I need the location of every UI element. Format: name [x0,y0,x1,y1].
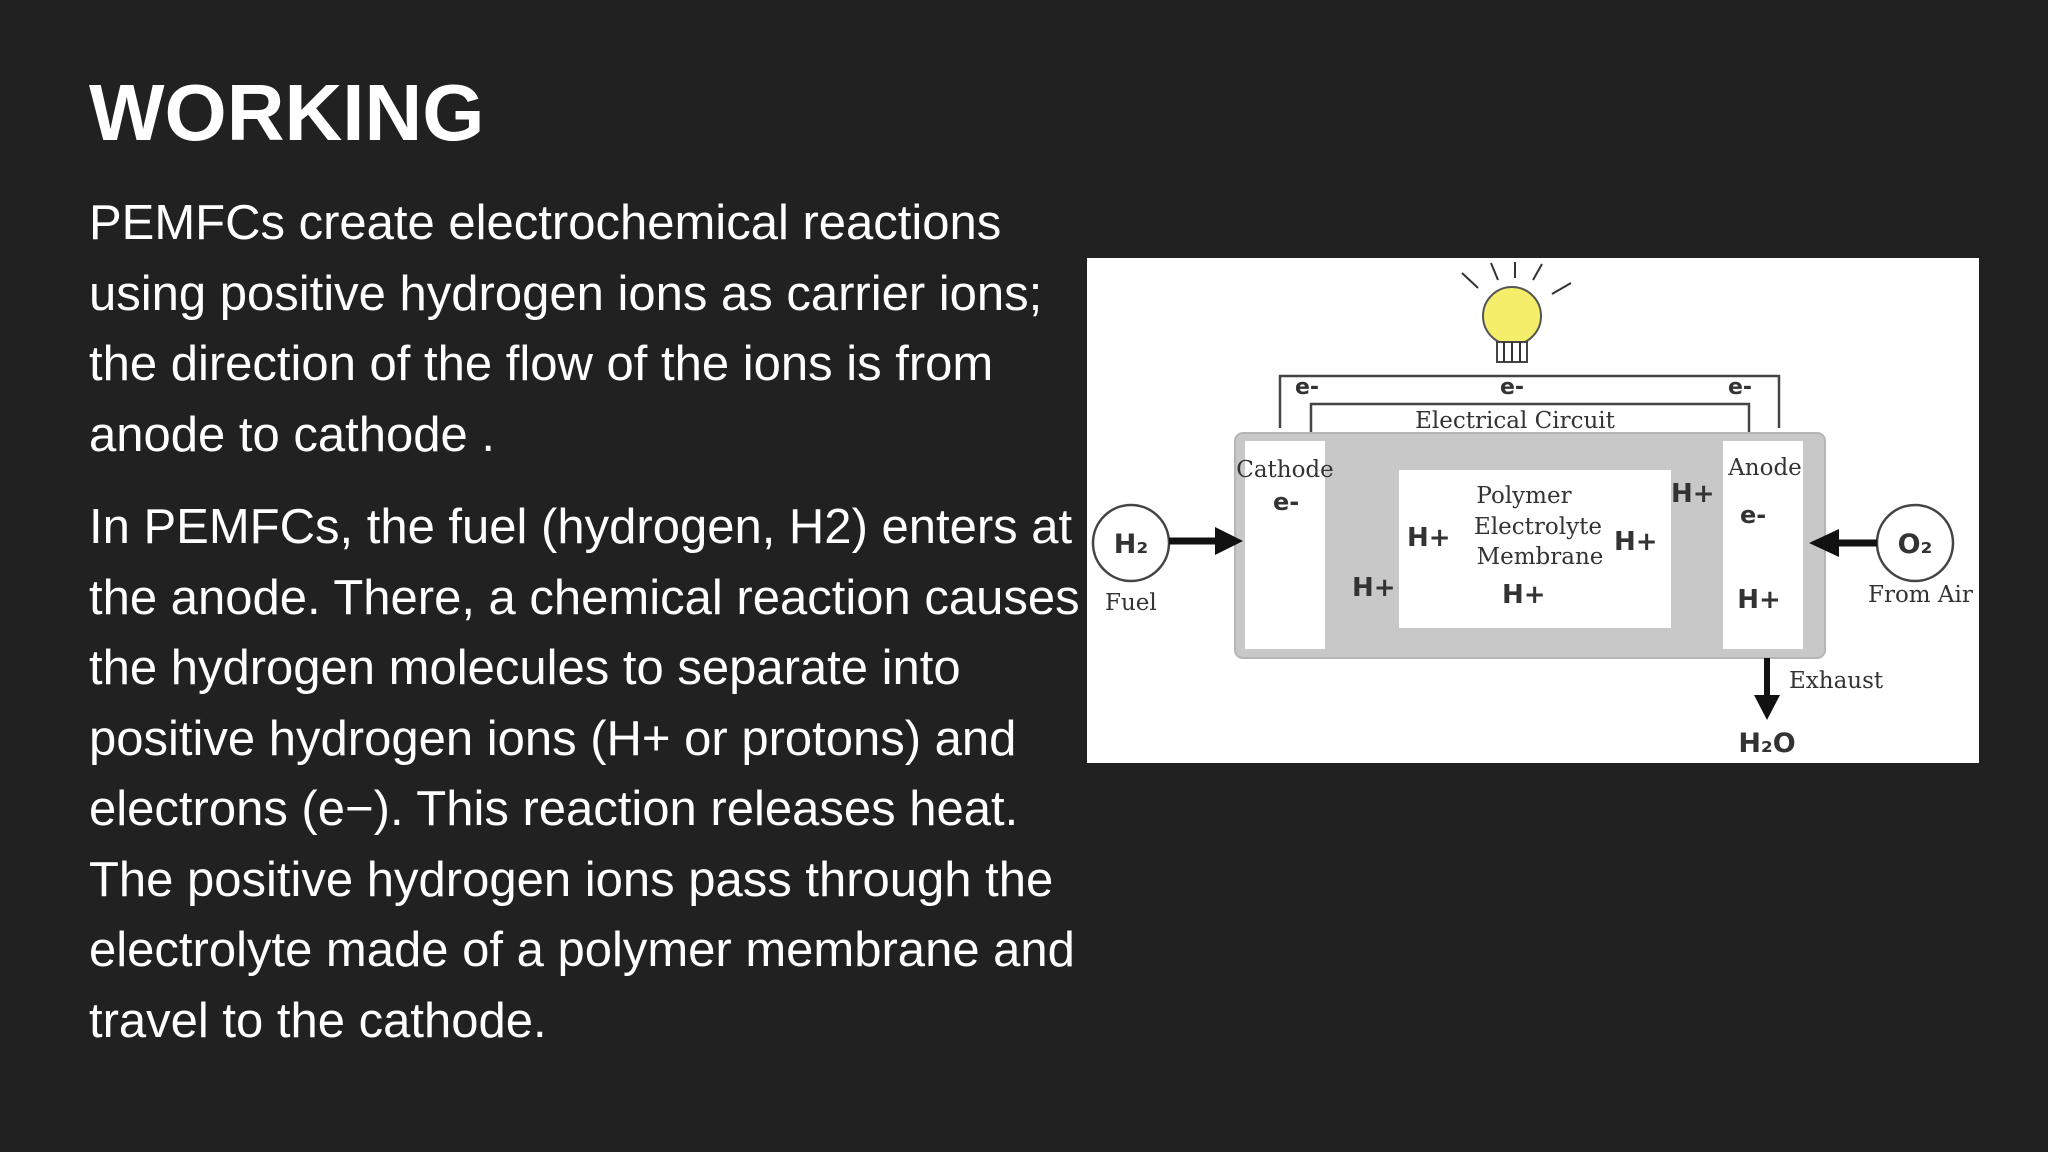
proton-label: H+ [1502,580,1546,610]
membrane-label: Electrolyte [1474,514,1602,540]
proton-label: H+ [1407,523,1451,553]
arrow-right-icon [1169,527,1243,555]
anode-plate [1723,441,1803,649]
proton-label: H+ [1352,573,1396,603]
membrane-label: Membrane [1477,544,1604,570]
light-bulb-icon [1461,262,1572,363]
circuit-wire [1278,374,1781,433]
slide-title: WORKING [89,68,485,157]
oxygen-symbol: O₂ [1898,529,1933,560]
circuit-label: Electrical Circuit [1415,408,1615,434]
electron-label: e- [1500,375,1524,400]
fuel-cell-diagram: Electrical Circuit e- e- e- Cathode e- A… [1087,258,1979,763]
paragraph: PEMFCs create electrochemical reactions … [89,196,1043,462]
electron-label: e- [1728,375,1752,400]
air-label: From Air [1868,582,1973,608]
electron-label: e- [1295,375,1319,400]
fuel-label: Fuel [1105,590,1157,616]
cathode-plate [1245,441,1325,649]
paragraph: In PEMFCs, the fuel (hydrogen, H2) enter… [89,500,1080,1048]
electron-label: e- [1273,488,1299,516]
cathode-label: Cathode [1236,457,1334,483]
body-text: PEMFCs create electrochemical reactions … [89,188,1089,1056]
proton-label: H+ [1614,527,1658,557]
proton-label: H+ [1737,585,1781,615]
electron-label: e- [1740,501,1766,529]
proton-label: H+ [1671,479,1715,509]
arrow-down-icon [1754,658,1780,720]
water-label: H₂O [1738,728,1795,759]
anode-label: Anode [1727,455,1802,481]
fuel-symbol: H₂ [1114,529,1148,560]
membrane [1399,470,1671,628]
exhaust-label: Exhaust [1789,668,1884,694]
arrow-left-icon [1809,529,1877,557]
membrane-label: Polymer [1476,483,1571,509]
